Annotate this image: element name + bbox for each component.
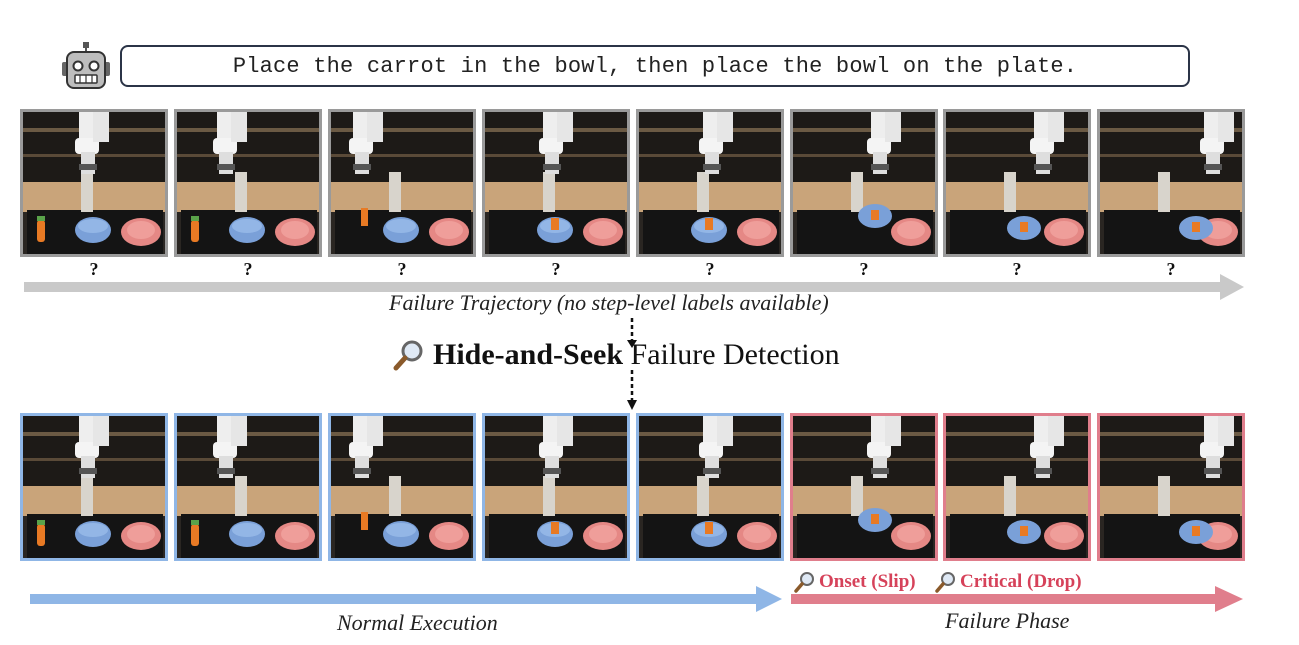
detection-title-bold: Hide-and-Seek (433, 338, 624, 371)
failure-trajectory-caption: Failure Trajectory (no step-level labels… (389, 290, 829, 315)
step-label-unknown: ? (1166, 259, 1176, 279)
trajectory-frame (1097, 109, 1245, 257)
normal-execution-caption: Normal Execution (337, 610, 498, 635)
detection-title: Hide-and-Seek Failure Detection (393, 338, 840, 372)
trajectory-frame (943, 109, 1091, 257)
trajectory-frame (790, 109, 938, 257)
robot-icon (60, 42, 112, 92)
trajectory-frame (482, 413, 630, 561)
trajectory-frame (20, 413, 168, 561)
critical-label: Critical (Drop) (935, 571, 1082, 593)
detection-title-rest: Failure Detection (623, 338, 840, 371)
trajectory-frame (20, 109, 168, 257)
normal-execution-arrow (30, 586, 782, 612)
trajectory-frame (482, 109, 630, 257)
trajectory-frame (174, 413, 322, 561)
magnifier-icon (935, 572, 955, 593)
step-label-unknown: ? (705, 259, 715, 279)
trajectory-frame (636, 109, 784, 257)
dotted-arrow-connector (627, 318, 637, 410)
trajectory-frame (1097, 413, 1245, 561)
onset-label: Onset (Slip) (794, 571, 916, 593)
step-label-unknown: ? (243, 259, 253, 279)
magnifier-icon (393, 340, 423, 371)
step-label-unknown: ? (859, 259, 869, 279)
trajectory-frame (174, 109, 322, 257)
failure-phase-arrow (791, 586, 1243, 612)
trajectory-frame (328, 109, 476, 257)
trajectory-frame (790, 413, 938, 561)
step-label-unknown: ? (551, 259, 561, 279)
trajectory-frame (328, 413, 476, 561)
step-label-unknown: ? (397, 259, 407, 279)
unlabeled-trajectory-arrow (24, 274, 1244, 300)
trajectory-frame (943, 413, 1091, 561)
step-label-unknown: ? (89, 259, 99, 279)
failure-phase-caption: Failure Phase (945, 608, 1070, 633)
step-label-unknown: ? (1012, 259, 1022, 279)
magnifier-icon (794, 572, 814, 593)
instruction-box: Place the carrot in the bowl, then place… (120, 45, 1190, 87)
trajectory-frame (636, 413, 784, 561)
